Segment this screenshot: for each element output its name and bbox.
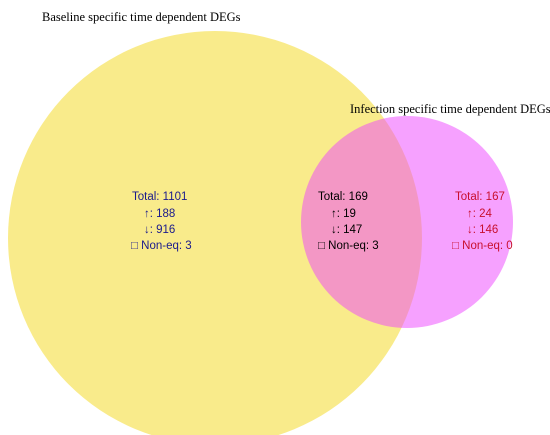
region-infection-only: Total: 167 ↑: 24 ↓: 146 □ Non-eq: 0 [452, 191, 513, 252]
region-total: Total: 169 [318, 191, 368, 203]
region-up-count: ↑: 19 [331, 208, 356, 220]
region-intersection: Total: 169 ↑: 19 ↓: 147 □ Non-eq: 3 [318, 191, 379, 252]
region-total: Total: 1101 [132, 191, 187, 203]
region-up-count: ↑: 24 [467, 208, 493, 220]
region-noneq-count: □ Non-eq: 0 [452, 240, 513, 252]
infection-set-circle [301, 116, 513, 328]
region-up-count: ↑: 188 [144, 208, 175, 220]
region-noneq-count: □ Non-eq: 3 [318, 240, 379, 252]
region-baseline-only: Total: 1101 ↑: 188 ↓: 916 □ Non-eq: 3 [131, 191, 192, 252]
region-noneq-count: □ Non-eq: 3 [131, 240, 192, 252]
infection-set-label: Infection specific time dependent DEGs [350, 102, 550, 116]
baseline-set-label: Baseline specific time dependent DEGs [42, 10, 241, 24]
region-down-count: ↓: 146 [467, 224, 498, 236]
region-total: Total: 167 [455, 191, 505, 203]
baseline-set-circle [8, 31, 422, 435]
region-down-count: ↓: 147 [331, 224, 362, 236]
region-down-count: ↓: 916 [144, 224, 175, 236]
